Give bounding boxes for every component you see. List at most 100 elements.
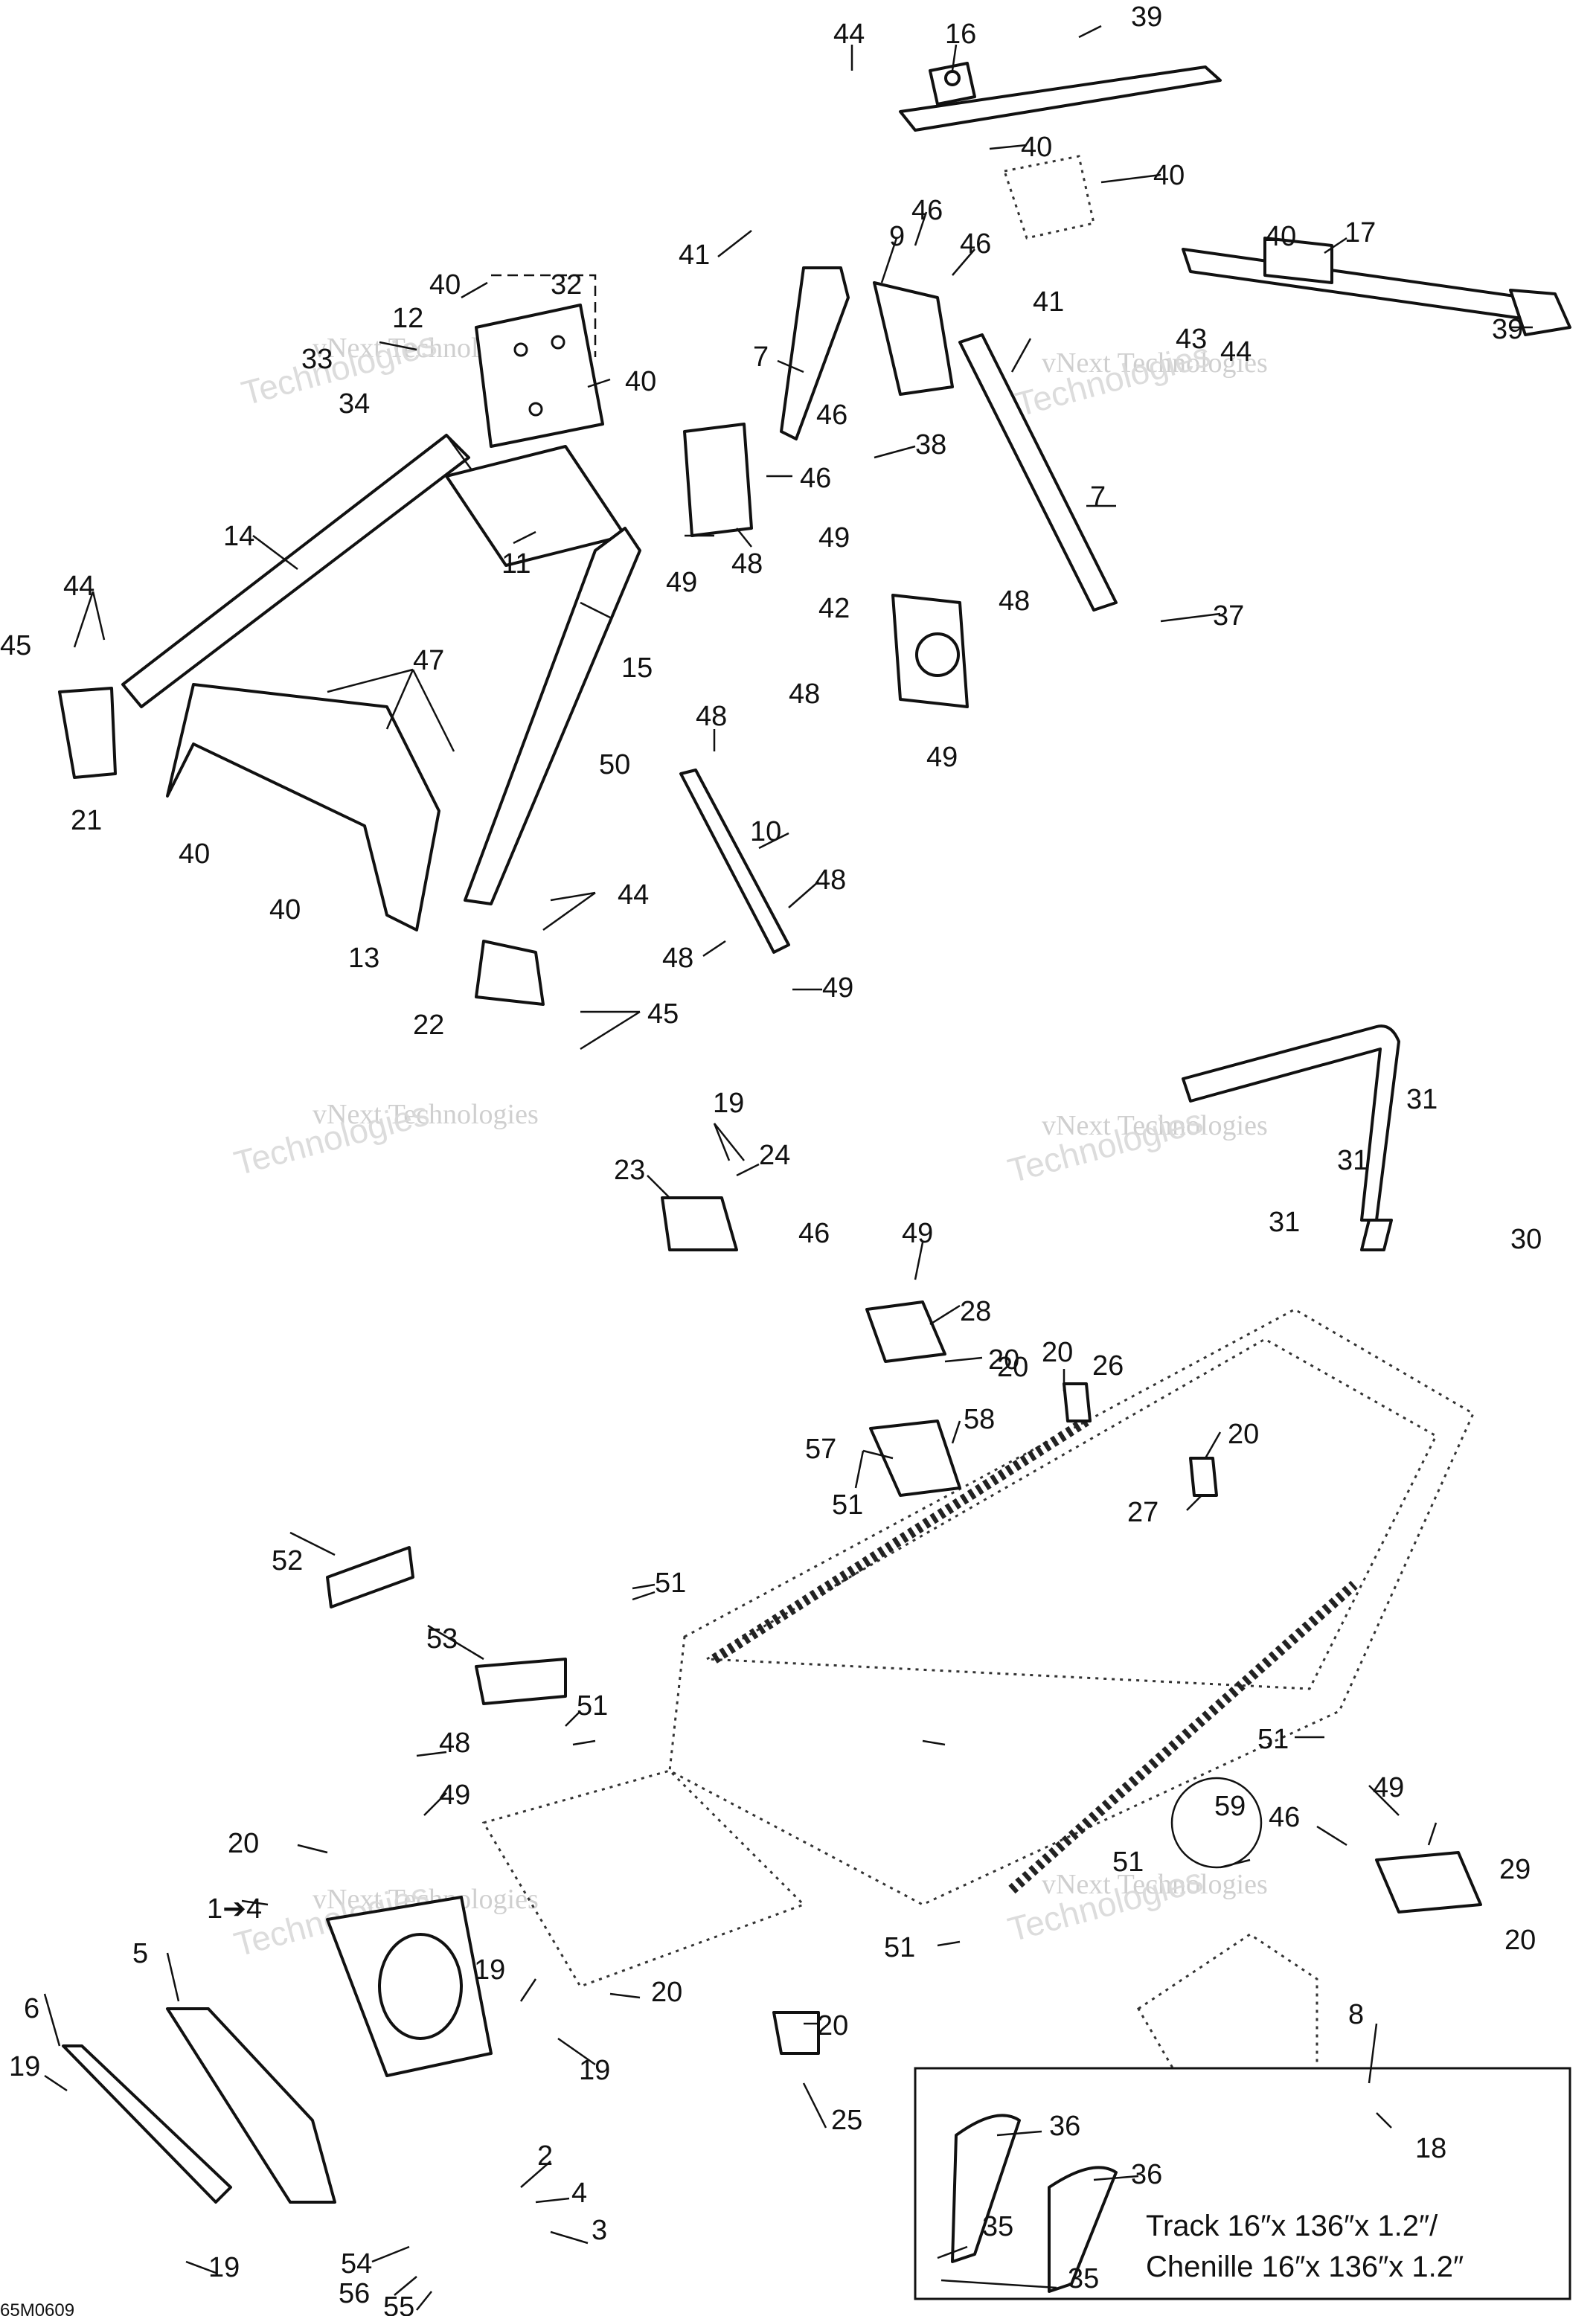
callout-51: 51 [884, 1932, 915, 1963]
legend-line-1: Track 16″x 136″x 1.2″/ [1146, 2210, 1438, 2242]
callout-3: 3 [592, 2215, 607, 2246]
part-42-idler-bracket [891, 594, 969, 708]
callout-27: 27 [1127, 1497, 1158, 1528]
callout-50: 50 [599, 749, 630, 780]
dashed-guide [491, 274, 597, 357]
callout-20: 20 [997, 1352, 1028, 1383]
callout-38: 38 [915, 429, 946, 461]
watermark: vNext Technologies [1042, 1110, 1268, 1141]
callout-48: 48 [731, 548, 763, 580]
callout-14: 14 [223, 521, 254, 552]
callout-49: 49 [666, 567, 697, 598]
idler-bracket-left [683, 423, 753, 537]
callout-45: 45 [0, 630, 31, 661]
callout-20: 20 [817, 2010, 848, 2041]
callout-12: 12 [392, 303, 423, 334]
callout-49: 49 [926, 742, 958, 773]
callout-36: 36 [1049, 2111, 1080, 2142]
drawing-code: 65M0609 [0, 2300, 74, 2316]
callout-8: 8 [1348, 1999, 1364, 2030]
callout-49: 49 [1373, 1772, 1404, 1803]
callout-44: 44 [833, 19, 865, 50]
callout-11: 11 [501, 548, 531, 580]
callout-44: 44 [63, 571, 94, 602]
track-legend-box: Track 16″x 136″x 1.2″/ Chenille 16″x 136… [914, 2067, 1571, 2300]
callout-19: 19 [208, 2252, 240, 2283]
callout-51: 51 [655, 1568, 686, 1599]
callout-41: 41 [679, 240, 710, 271]
callout-26: 26 [1092, 1350, 1124, 1382]
part-23-bracket [661, 1196, 738, 1251]
callout-25: 25 [831, 2105, 862, 2136]
callout-19: 19 [713, 1088, 744, 1119]
callout-23: 23 [614, 1155, 645, 1186]
callout-32: 32 [551, 269, 582, 301]
callout-20: 20 [1504, 1925, 1536, 1956]
callout-7: 7 [1090, 481, 1106, 513]
callout-17: 17 [1345, 217, 1376, 248]
callout-40: 40 [179, 838, 210, 870]
callout-31: 31 [1269, 1207, 1300, 1238]
part-4-front-cradle [326, 1896, 493, 2077]
callout-4: 4 [571, 2178, 587, 2209]
callout-28: 28 [960, 1296, 991, 1327]
callout-30: 30 [1510, 1224, 1542, 1255]
callout-31: 31 [1337, 1145, 1368, 1176]
callout-10: 10 [750, 816, 781, 847]
callout-54: 54 [341, 2248, 372, 2280]
callout-39: 39 [1492, 314, 1523, 345]
callout-40: 40 [269, 894, 301, 926]
callout-15: 15 [621, 652, 653, 684]
callout-53: 53 [426, 1623, 458, 1655]
legend-line-2: Chenille 16″x 136″x 1.2″ [1146, 2251, 1464, 2283]
callout-20: 20 [228, 1828, 259, 1859]
part-27-clip [1189, 1457, 1218, 1497]
callout-20: 20 [651, 1977, 682, 2008]
callout-58: 58 [964, 1404, 995, 1435]
part-29-bracket [1375, 1851, 1482, 1914]
callout-40: 40 [1265, 221, 1296, 252]
callout-48: 48 [999, 586, 1030, 617]
callout-45: 45 [647, 998, 679, 1030]
callout-51: 51 [1257, 1724, 1289, 1755]
callout-22: 22 [413, 1010, 444, 1041]
callout-51: 51 [832, 1489, 863, 1521]
callout-31: 31 [1406, 1084, 1438, 1115]
part-12-plate [475, 304, 604, 448]
callout-42: 42 [818, 593, 850, 624]
callout-43: 43 [1176, 324, 1207, 355]
callout-52: 52 [272, 1545, 303, 1576]
callout-40: 40 [625, 366, 656, 397]
callout-5: 5 [132, 1938, 148, 1969]
callout-20: 20 [1228, 1419, 1259, 1450]
callout-47: 47 [413, 645, 444, 676]
callout-29: 29 [1499, 1854, 1531, 1885]
callout-48: 48 [815, 865, 846, 896]
callout-44: 44 [1220, 336, 1252, 368]
callout-46: 46 [816, 400, 847, 431]
watermark: vNext Technologies [313, 1099, 539, 1130]
callout-35: 35 [982, 2211, 1013, 2242]
part-9-shock-bracket [873, 281, 954, 396]
callout-40: 40 [1021, 132, 1052, 163]
part-16-rear-arm-rail [899, 62, 1222, 132]
part-52-block [326, 1546, 414, 1608]
callout-46: 46 [800, 463, 831, 494]
part-26-clip [1063, 1382, 1092, 1422]
part-7-left-link [780, 266, 850, 440]
part-10-stopper-strap [679, 769, 790, 954]
callout-41: 41 [1033, 286, 1064, 318]
callout-24: 24 [759, 1140, 790, 1171]
watermark: vNext Technologies [1042, 1869, 1268, 1900]
callout-40: 40 [1153, 160, 1185, 191]
callout-46: 46 [1269, 1802, 1300, 1833]
callout-49: 49 [902, 1218, 933, 1249]
part-25-clip [772, 2011, 820, 2055]
callout-57: 57 [805, 1434, 836, 1465]
part-57-bracket [869, 1420, 961, 1497]
callout-33: 33 [301, 344, 333, 375]
callout-19: 19 [474, 1954, 505, 1986]
callout-48: 48 [789, 679, 820, 710]
callout-40: 40 [429, 269, 461, 301]
